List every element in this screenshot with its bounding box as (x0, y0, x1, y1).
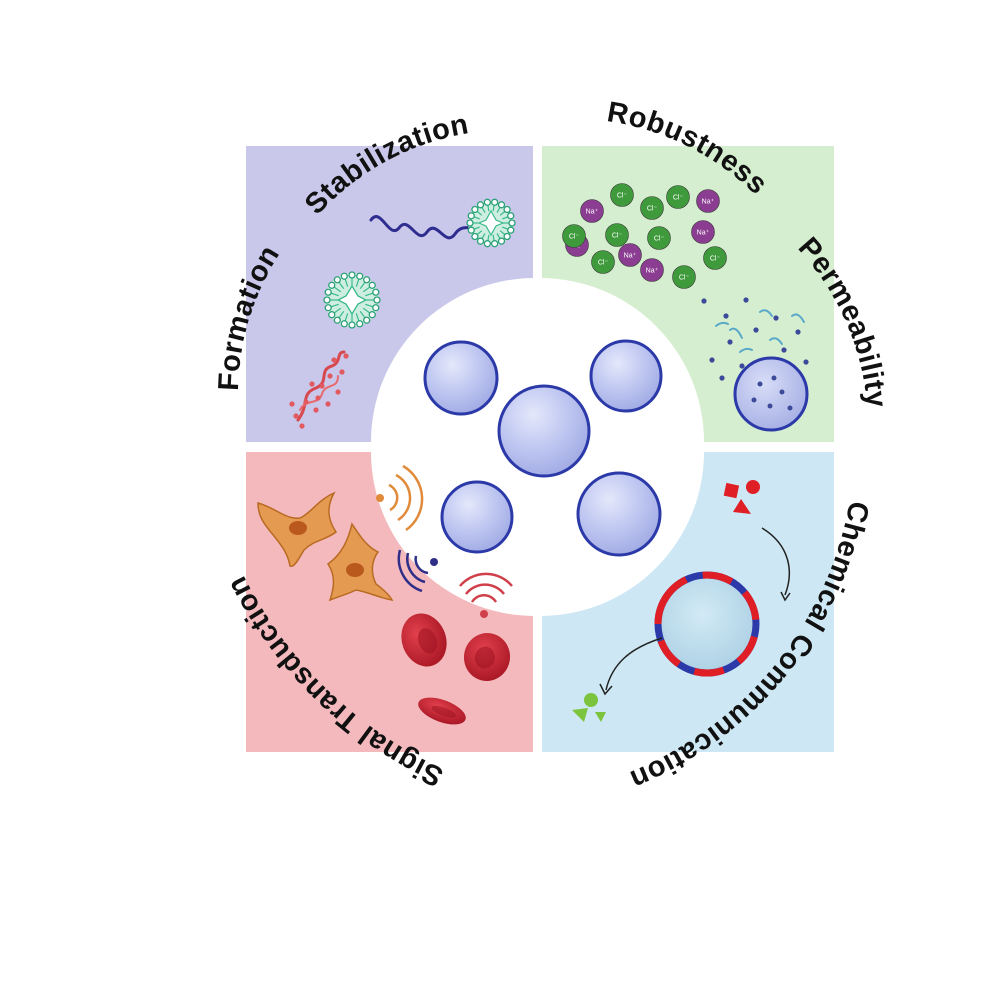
svg-text:Cl⁻: Cl⁻ (673, 195, 684, 202)
central-vesicle-cluster (423, 339, 663, 557)
quadrant-top-left-panel (246, 146, 533, 442)
arrow-output (605, 637, 663, 691)
svg-text:Cl⁻: Cl⁻ (617, 193, 628, 200)
quadrant-formation-stabilization (246, 146, 533, 442)
micelle-center (323, 271, 381, 329)
svg-text:Na⁺: Na⁺ (586, 209, 599, 216)
svg-text:Cl⁻: Cl⁻ (612, 233, 623, 240)
svg-text:Cl⁻: Cl⁻ (647, 206, 658, 213)
svg-text:Na⁺: Na⁺ (697, 230, 710, 237)
formation-illustrations (289, 198, 516, 429)
robustness-ion-cluster: Na⁺Cl⁻Cl⁻Cl⁻Na⁺Cl⁻Cl⁻Na⁺Na⁺Na⁺Cl⁻Na⁺Cl⁻C… (562, 183, 727, 289)
cell-upper (257, 491, 338, 568)
micelle-top-right (466, 198, 516, 248)
vesicle-top-right (589, 339, 663, 413)
output-molecules (572, 693, 606, 722)
input-molecules (723, 480, 760, 514)
svg-text:Na⁺: Na⁺ (646, 268, 659, 275)
svg-text:Cl⁻: Cl⁻ (710, 256, 721, 263)
vesicle-bottom-left (440, 480, 514, 554)
red-blood-cells (401, 613, 511, 725)
svg-text:Na⁺: Na⁺ (702, 199, 715, 206)
svg-text:Cl⁻: Cl⁻ (654, 236, 665, 243)
signal-wave-navy (397, 549, 438, 593)
signal-wave-red (459, 572, 513, 618)
polymer-chain-wavy (369, 215, 476, 240)
permeable-vesicle (733, 356, 809, 432)
permeability-illustration (701, 297, 809, 432)
svg-text:Cl⁻: Cl⁻ (679, 275, 690, 282)
svg-text:Cl⁻: Cl⁻ (598, 260, 609, 267)
vesicle-bottom-right (576, 471, 662, 557)
svg-text:Na⁺: Na⁺ (624, 253, 637, 260)
cell-lower (326, 522, 394, 602)
signal-transduction-illustration (257, 464, 513, 725)
signal-wave-orange (376, 464, 424, 532)
arrow-input (761, 527, 791, 596)
svg-text:Cl⁻: Cl⁻ (569, 234, 580, 241)
chemical-communication-illustration (572, 480, 791, 722)
vesicle-center (497, 384, 591, 478)
vesicle-top-left (423, 340, 499, 416)
polymer-coil-red (289, 350, 349, 429)
